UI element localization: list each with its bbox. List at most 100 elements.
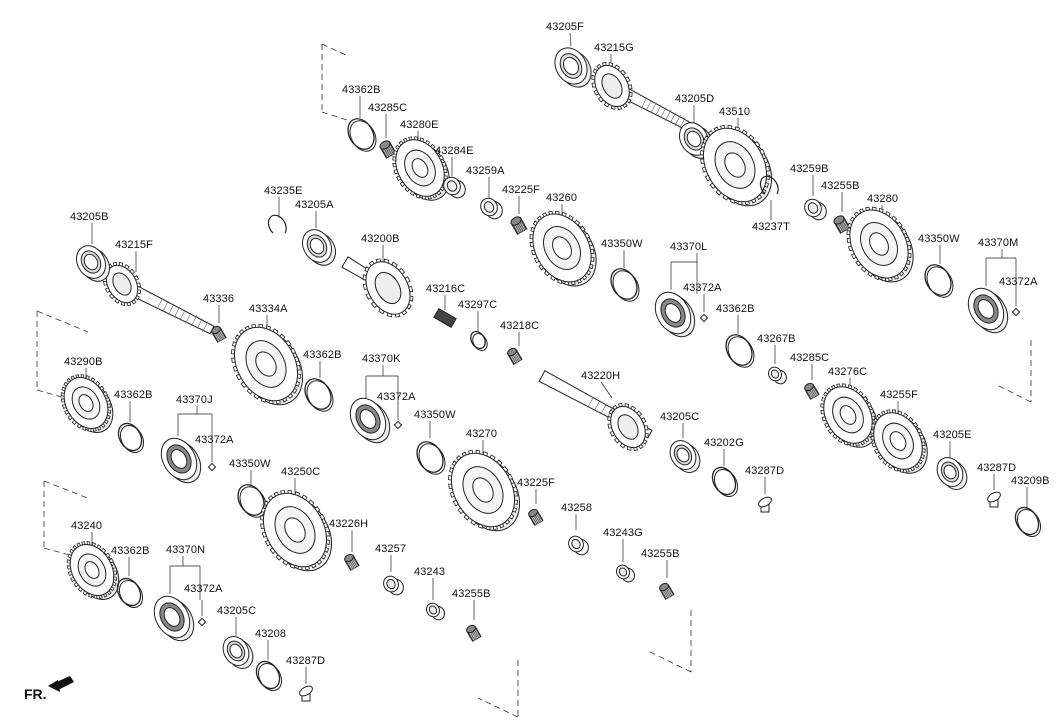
ring-part-icon — [610, 268, 640, 302]
part-label: 43209B — [1011, 475, 1050, 487]
part-label: 43285C — [790, 352, 830, 364]
gear-part-icon — [448, 449, 521, 532]
part-label: 43370L — [670, 241, 708, 253]
part-label: 43276C — [828, 366, 868, 378]
part-label: 43243G — [603, 527, 643, 539]
part-label: 43287D — [977, 462, 1017, 474]
part-label: 43510 — [719, 106, 751, 118]
part-label: 43372A — [683, 282, 722, 294]
ring-part-icon — [347, 118, 377, 152]
part-label: 43362B — [303, 349, 342, 361]
needle-part-icon — [510, 216, 528, 235]
needle-part-icon — [528, 508, 544, 526]
part-label: 43370J — [176, 394, 213, 406]
plug-part-icon — [758, 496, 772, 513]
synchro-part-icon — [654, 291, 696, 338]
dashed-guide-lines — [36, 43, 1032, 718]
part-label: 43297C — [458, 299, 498, 311]
part-label: 43362B — [716, 303, 755, 315]
part-label: 43205C — [217, 605, 257, 617]
bearing-part-icon — [554, 47, 592, 88]
gear-part-icon — [870, 409, 928, 474]
key-part-icon — [1011, 307, 1021, 317]
part-label: 43200B — [361, 233, 400, 245]
needle-part-icon — [659, 582, 675, 600]
part-label: 43362B — [342, 84, 381, 96]
needle-part-icon — [833, 215, 851, 234]
ring-part-icon — [116, 577, 144, 609]
plug-part-icon — [299, 685, 313, 702]
part-label: 43216C — [426, 283, 466, 295]
plug-part-icon — [987, 491, 1001, 508]
bushing-part-icon — [616, 564, 635, 583]
part-label: 43280 — [867, 193, 899, 205]
part-label: 43372A — [377, 391, 416, 403]
snapring-part-icon — [267, 214, 287, 234]
part-label: 43370N — [166, 544, 206, 556]
ring-part-icon — [117, 422, 145, 454]
bearing-part-icon — [679, 122, 713, 159]
guide-line — [321, 111, 348, 121]
part-label: 43205B — [70, 211, 109, 223]
gear-part-icon — [846, 206, 914, 283]
snapring-part-icon — [759, 175, 779, 195]
guide-line — [43, 480, 91, 500]
guide-line — [477, 697, 519, 718]
gear-part-icon — [392, 136, 450, 201]
part-label: 43208 — [255, 628, 287, 640]
gear-part-icon — [820, 383, 878, 448]
part-label: 43370M — [978, 237, 1019, 249]
bearing-part-icon — [669, 440, 701, 473]
leader-lines — [85, 32, 1028, 684]
guide-line — [43, 547, 78, 558]
front-direction-label: FR. — [24, 686, 47, 702]
part-label: 43259B — [790, 163, 829, 175]
synchro-part-icon — [160, 437, 202, 484]
part-label: 43270 — [466, 428, 498, 440]
part-label: 43290B — [64, 356, 103, 368]
gear-part-icon — [529, 210, 597, 287]
shaft-43215g-icon — [591, 62, 691, 131]
front-direction-arrow-icon — [48, 676, 74, 692]
guide-line — [645, 649, 692, 673]
needle-part-icon — [804, 382, 820, 400]
part-label: 43336 — [203, 293, 235, 305]
synchro-part-icon — [153, 595, 195, 642]
part-label: 43205E — [933, 429, 972, 441]
part-label: 43259A — [466, 165, 505, 177]
part-label: 43205C — [660, 411, 700, 423]
part-label: 43243 — [414, 566, 446, 578]
ring-part-icon — [416, 441, 446, 475]
ring-part-icon — [725, 334, 755, 368]
part-label: 43350W — [414, 409, 456, 421]
spring-part-icon — [433, 307, 457, 329]
part-label: 43284E — [435, 145, 474, 157]
synchro-part-icon — [967, 287, 1009, 334]
needle-part-icon — [466, 624, 482, 642]
gear-part-icon — [700, 124, 773, 207]
bushing-part-icon — [480, 197, 503, 220]
part-label: 43258 — [561, 502, 593, 514]
shaft-43215f-icon — [102, 261, 215, 335]
part-label: 43205D — [675, 93, 715, 105]
bushing-part-icon — [426, 602, 445, 621]
part-label: 43362B — [114, 389, 153, 401]
part-label: 43225F — [502, 184, 540, 196]
bushing-part-icon — [443, 176, 466, 199]
ring-part-icon — [924, 264, 954, 298]
ring-part-icon — [1014, 506, 1042, 538]
part-label: 43255B — [821, 180, 860, 192]
shaft-43200b-icon — [341, 256, 414, 318]
part-label: 43237T — [752, 221, 790, 233]
key-part-icon — [197, 617, 207, 627]
guide-line — [321, 43, 349, 57]
needle-part-icon — [379, 140, 397, 159]
bearing-part-icon — [222, 636, 254, 669]
leader-line — [600, 381, 613, 399]
needle-part-icon — [507, 347, 523, 365]
part-label: 43226H — [329, 518, 369, 530]
needle-part-icon — [344, 553, 360, 571]
ring-part-icon — [255, 660, 283, 692]
part-label: 43267B — [757, 333, 796, 345]
